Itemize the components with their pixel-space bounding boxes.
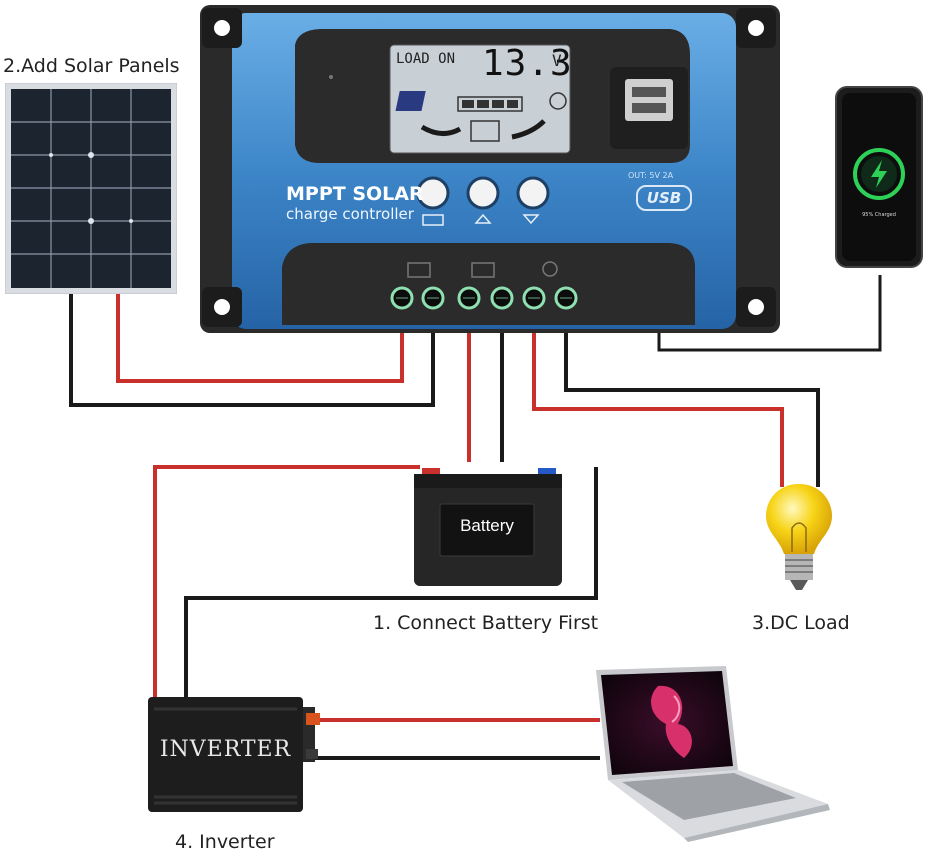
lcd-voltage-unit: V	[552, 51, 562, 70]
load-red-wire	[532, 332, 784, 487]
smartphone: 95% Charged	[835, 86, 923, 268]
battery-label: Battery	[460, 516, 514, 535]
caption-dc-load: 3.DC Load	[752, 612, 850, 634]
solar-red-wire	[116, 292, 404, 383]
inverter-black-wire	[184, 467, 598, 700]
usb-label: USB	[636, 185, 692, 211]
solar-panel-icon	[5, 83, 177, 294]
inverter-body	[148, 697, 320, 812]
charge-status-text: 95% Charged	[862, 212, 896, 218]
controller-subtitle: charge controller	[286, 205, 414, 223]
solar-black-wire	[69, 292, 435, 407]
inverter: INVERTER	[148, 697, 323, 812]
charge-controller: LOAD ON 13.3 V MPPT SOLAR charge control…	[200, 5, 780, 333]
charging-icon	[853, 148, 905, 200]
inverter-label: INVERTER	[159, 737, 292, 762]
lcd-voltage-readout: 13.3	[482, 43, 573, 84]
caption-solar-panels: 2.Add Solar Panels	[3, 55, 180, 77]
caption-connect-battery: 1. Connect Battery First	[373, 612, 599, 634]
battery: Battery	[414, 458, 562, 586]
light-bulb-icon	[766, 484, 832, 590]
lcd-status-text: LOAD ON	[396, 51, 456, 67]
laptop-icon	[596, 666, 830, 842]
controller-title: MPPT SOLAR	[286, 183, 424, 205]
inverter-red-wire	[153, 465, 420, 700]
caption-inverter: 4. Inverter	[175, 831, 275, 853]
usb-spec-label: OUT: 5V 2A	[628, 171, 674, 180]
load-black-wire	[564, 332, 820, 487]
battery-body	[414, 468, 562, 586]
controller-body	[200, 5, 780, 333]
